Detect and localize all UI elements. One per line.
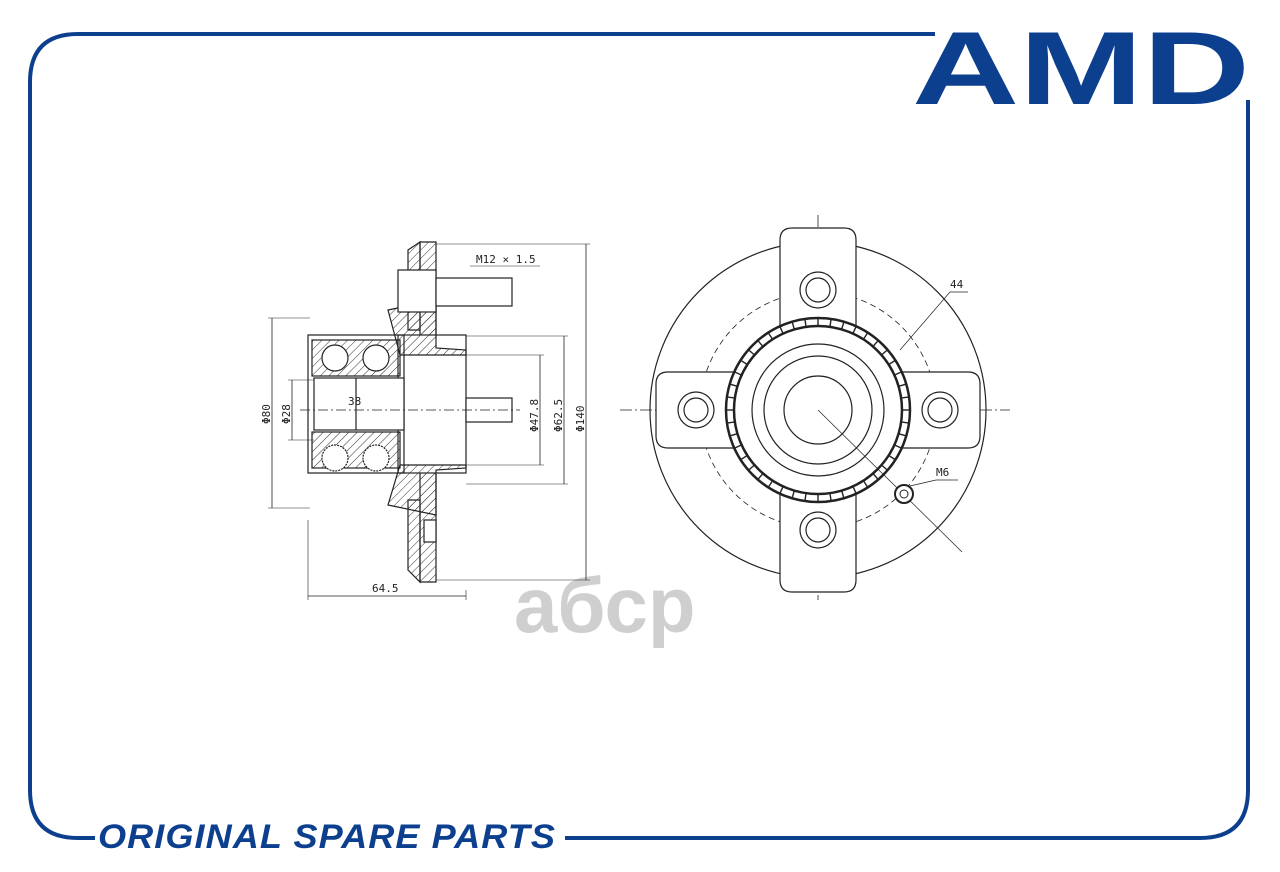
watermark-text: абср xyxy=(514,561,696,649)
abs-tooth xyxy=(840,490,845,499)
abs-tooth xyxy=(729,432,738,437)
abs-tooth xyxy=(726,396,735,399)
side-view-labels: M12 × 1.5 Φ80 Φ28 38 Φ47.8 Φ62.5 Φ140 64… xyxy=(260,253,587,595)
front-view xyxy=(620,215,1010,600)
front-view-labels: 44 M6 xyxy=(936,278,964,479)
abs-tooth xyxy=(757,340,764,347)
abs-tooth xyxy=(894,371,902,376)
abs-tooth xyxy=(888,454,896,461)
abs-tooth xyxy=(748,349,755,356)
border-frame xyxy=(28,32,1250,840)
abs-tooth xyxy=(767,332,774,340)
abs-tooth xyxy=(791,490,796,499)
abs-tooth xyxy=(872,473,879,480)
label-length: 64.5 xyxy=(372,582,399,595)
label-abs-teeth: 44 xyxy=(950,278,964,291)
abs-tooth xyxy=(898,432,907,437)
abs-tooth xyxy=(740,454,748,461)
abs-tooth xyxy=(840,321,845,330)
abs-tooth xyxy=(734,371,742,376)
abs-tooth xyxy=(767,480,774,488)
abs-tooth xyxy=(757,473,764,480)
brand-logo: AMD xyxy=(912,11,1250,127)
abs-tooth xyxy=(901,396,910,399)
abs-tooth xyxy=(852,486,857,494)
abs-tooth xyxy=(779,326,784,334)
abs-tooth xyxy=(898,383,907,388)
abs-tooth xyxy=(829,493,832,502)
label-bore-diameter: Φ28 xyxy=(280,404,293,424)
abs-tooth xyxy=(729,383,738,388)
abs-tooth xyxy=(748,464,755,471)
label-pilot-diameter: Φ47.8 xyxy=(528,399,541,432)
abs-tooth xyxy=(881,349,888,356)
label-outer-diameter: Φ80 xyxy=(260,404,273,424)
abs-tooth xyxy=(872,340,879,347)
abs-tooth xyxy=(804,493,807,502)
abs-tooth xyxy=(804,318,807,327)
abs-tooth xyxy=(734,444,742,449)
label-sensor-thread: M6 xyxy=(936,466,949,479)
abs-tooth xyxy=(888,359,896,366)
abs-tooth xyxy=(894,444,902,449)
abs-tooth xyxy=(862,480,869,488)
abs-tooth xyxy=(791,321,796,330)
footer-tagline: ORIGINAL SPARE PARTS xyxy=(98,818,556,856)
abs-tooth xyxy=(829,318,832,327)
abs-tooth xyxy=(740,359,748,366)
label-width: 38 xyxy=(348,395,361,408)
side-section-view xyxy=(268,240,590,600)
abs-tooth xyxy=(779,486,784,494)
abs-tooth xyxy=(862,332,869,340)
label-hub-diameter: Φ62.5 xyxy=(552,399,565,432)
label-bolt-thread: M12 × 1.5 xyxy=(476,253,536,266)
abs-tooth xyxy=(901,421,910,424)
brand-logo-text: AMD xyxy=(912,11,1250,127)
abs-tooth xyxy=(726,421,735,424)
label-flange-diameter: Φ140 xyxy=(574,406,587,433)
abs-tooth xyxy=(852,326,857,334)
abs-tooth xyxy=(881,464,888,471)
